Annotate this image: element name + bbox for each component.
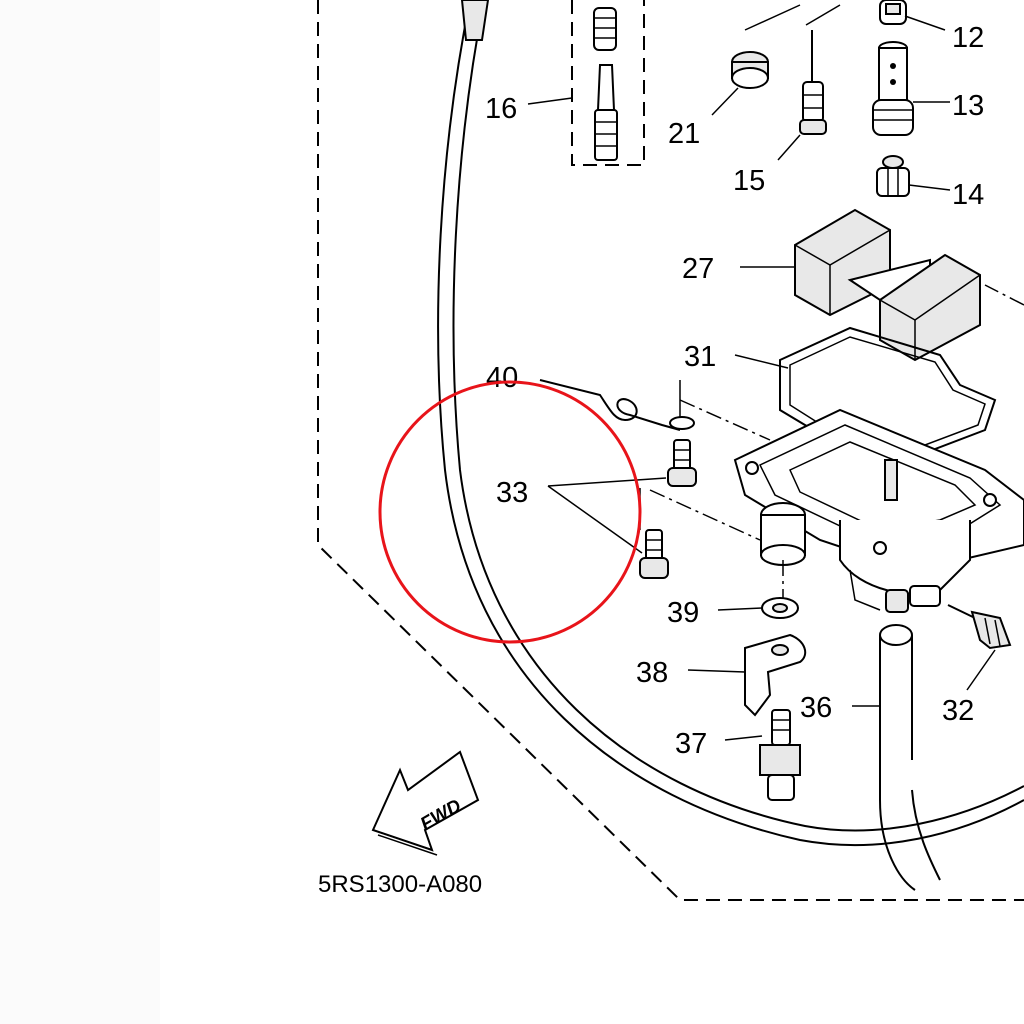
callout-16: 16 <box>485 93 517 125</box>
drain-boss <box>760 502 806 566</box>
callout-12: 12 <box>952 22 984 54</box>
float-bowl <box>733 408 1024 613</box>
float-27 <box>794 208 981 362</box>
center-line-3 <box>984 284 1024 306</box>
callout-39: 39 <box>667 597 699 629</box>
nut-12 <box>879 0 907 25</box>
screw-33-upper <box>667 439 697 487</box>
clip-40 <box>539 379 695 431</box>
center-line-2 <box>649 489 761 541</box>
callout-40: 40 <box>486 362 518 394</box>
background-panel <box>0 0 160 1024</box>
main-jet-14 <box>876 155 910 197</box>
screw-33-lower <box>639 529 669 579</box>
bracket-38 <box>744 633 807 717</box>
cable-end <box>460 0 490 41</box>
callout-14: 14 <box>952 179 984 211</box>
inset-box <box>571 0 645 166</box>
callout-13: 13 <box>952 90 984 122</box>
hose-36 <box>879 624 941 891</box>
hose-outer-curve <box>437 0 1024 846</box>
callout-38: 38 <box>636 657 668 689</box>
callout-27: 27 <box>682 253 714 285</box>
callout-36: 36 <box>800 692 832 724</box>
callout-33: 33 <box>496 477 528 509</box>
highlight-circle <box>378 380 642 644</box>
callout-15: 15 <box>733 165 765 197</box>
callout-21: 21 <box>668 118 700 150</box>
pilot-screw-16 <box>593 7 618 161</box>
callout-31: 31 <box>684 341 716 373</box>
jet-15 <box>799 30 827 135</box>
washer-39 <box>761 597 799 619</box>
air-screw-32 <box>947 604 1012 650</box>
hose-inner-curve <box>452 0 1024 832</box>
callout-37: 37 <box>675 728 707 760</box>
leader-lines <box>527 4 996 741</box>
washer-21 <box>731 51 769 89</box>
diagram-code: 5RS1300-A080 <box>318 871 482 898</box>
needle-jet-13 <box>872 41 914 136</box>
fwd-arrow-icon: FWD <box>371 750 480 856</box>
callout-32: 32 <box>942 695 974 727</box>
group-boundary <box>317 0 1024 901</box>
drain-screw-37 <box>759 709 801 801</box>
